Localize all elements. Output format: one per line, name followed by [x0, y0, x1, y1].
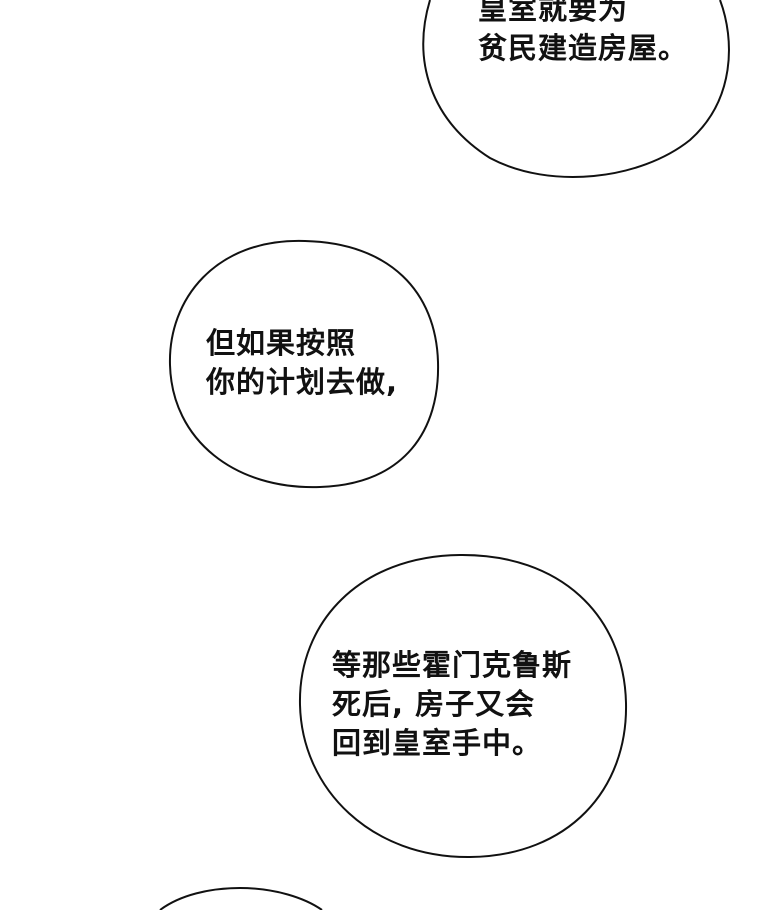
- bubble-2-text: 但如果按照 你的计划去做,: [206, 324, 398, 402]
- speech-bubble-4: [159, 886, 323, 910]
- bubble-3-line-1: 等那些霍门克鲁斯: [332, 648, 573, 682]
- bubble-3-line-3: 回到皇室手中。: [332, 726, 543, 760]
- bubble-1-text: 皇室就要为 贫民建造房屋。: [478, 0, 688, 68]
- bubble-3-text: 等那些霍门克鲁斯 死后, 房子又会 回到皇室手中。: [332, 646, 572, 763]
- speech-bubble-3: [298, 553, 628, 859]
- bubble-1-line-1: 皇室就要为: [478, 0, 629, 26]
- speech-bubble-2: [168, 239, 440, 489]
- speech-bubble-1: [422, 0, 730, 179]
- bubble-2-line-2: 你的计划去做,: [206, 365, 399, 399]
- bubble-2-line-1: 但如果按照: [206, 326, 357, 360]
- bubble-3-line-2: 死后, 房子又会: [332, 687, 536, 721]
- bubble-1-line-2: 贫民建造房屋。: [478, 31, 689, 65]
